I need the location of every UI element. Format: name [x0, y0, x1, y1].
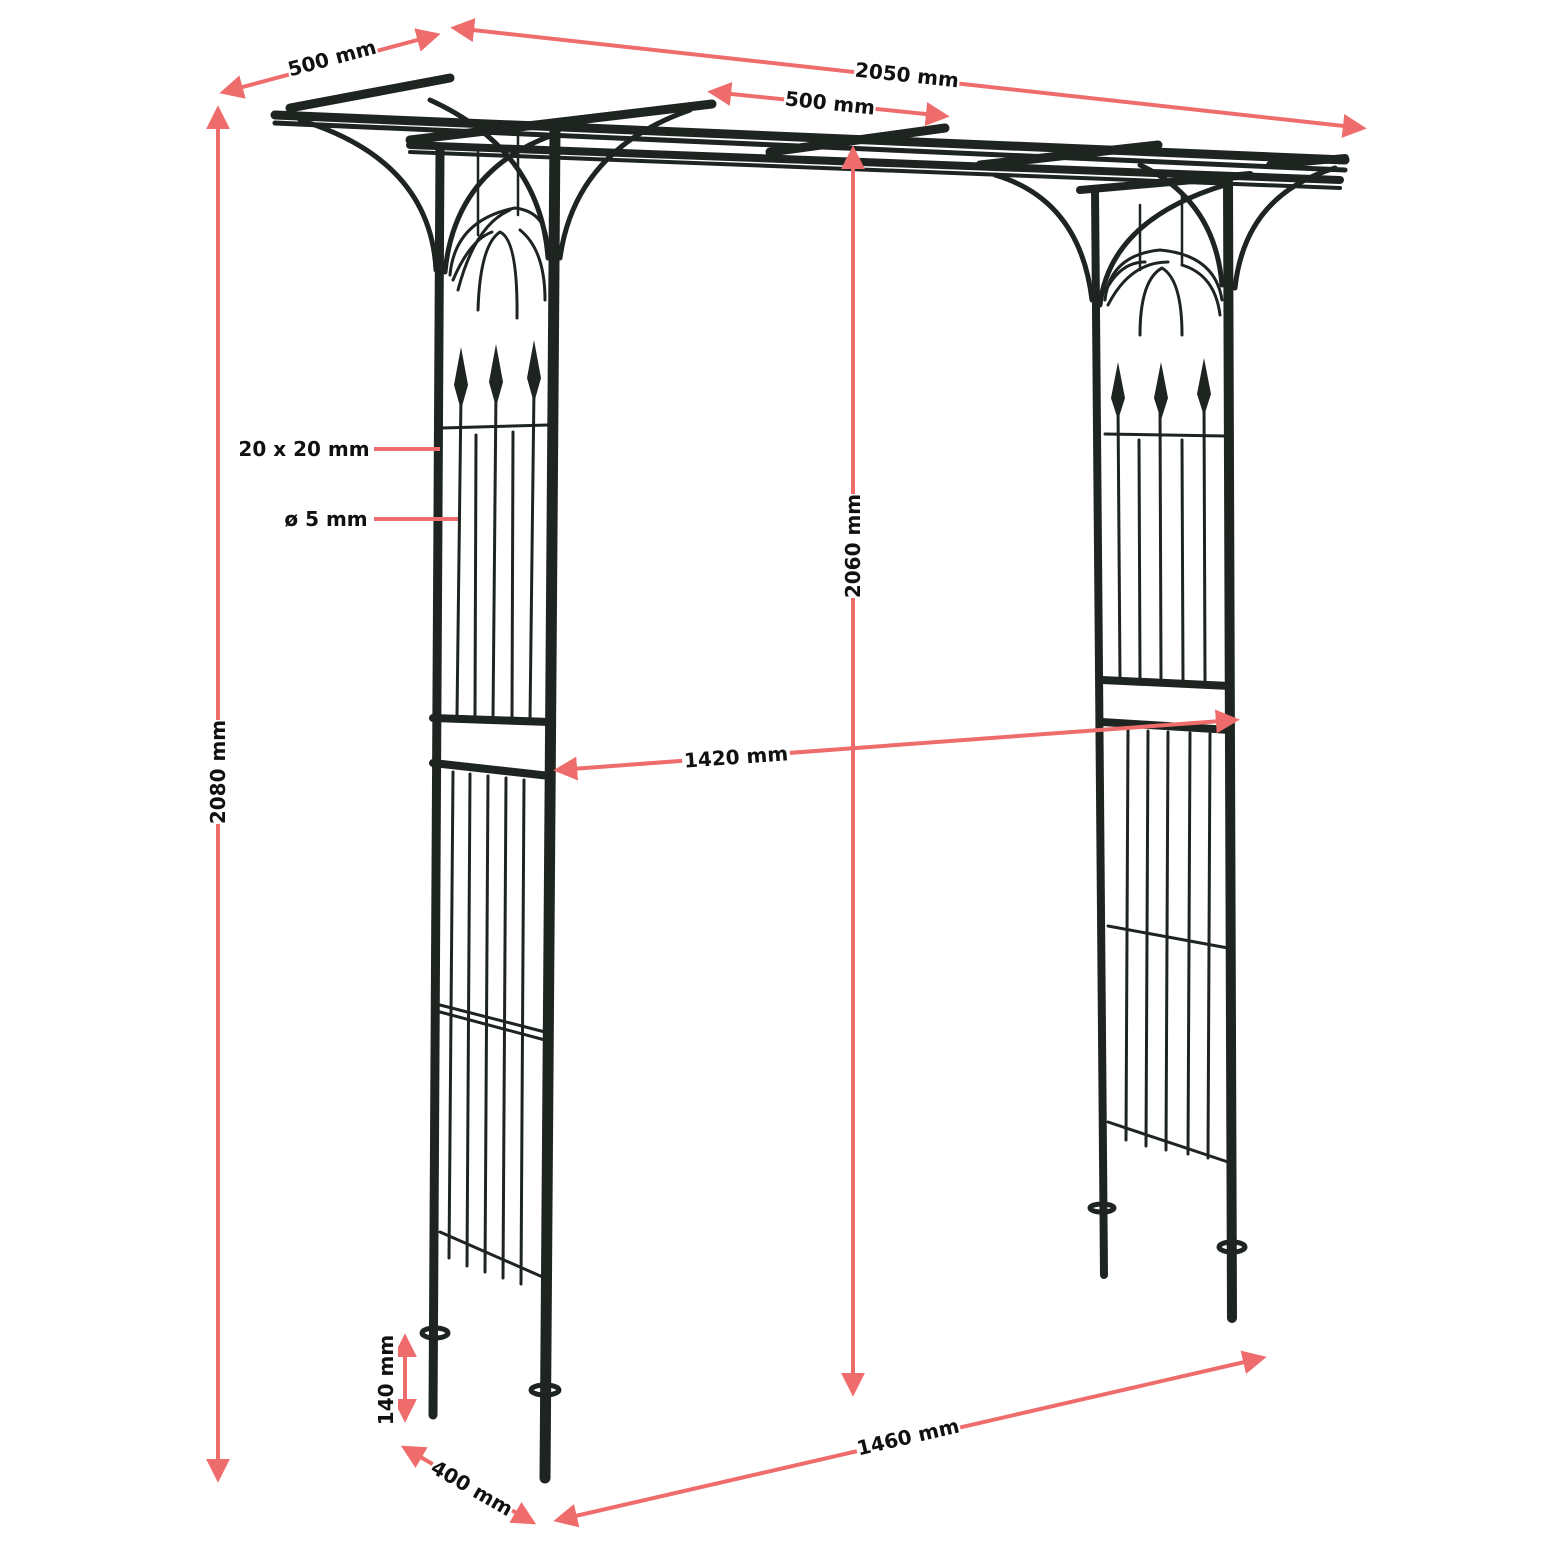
dimension-labels: 500 mm 2050 mm 500 mm 2080 mm 2060 mm 20… [206, 35, 962, 1521]
right-upper-pickets [1103, 400, 1227, 682]
right-brackets [992, 162, 1338, 308]
inner-height-label: 2060 mm [841, 494, 865, 598]
inner-width-label: 1420 mm [683, 741, 789, 772]
side-depth-label: 400 mm [427, 1455, 517, 1521]
left-lower-grille [438, 770, 547, 1286]
right-spear-finials [1111, 358, 1211, 420]
right-lower-grille [1106, 728, 1230, 1164]
ground-spike-label: 140 mm [374, 1335, 398, 1425]
right-gothic-ornament [1103, 193, 1224, 337]
left-front-post [528, 124, 562, 1484]
base-width-label: 1460 mm [854, 1414, 961, 1461]
rod-diameter-label: ø 5 mm [284, 507, 367, 531]
right-back-post [1087, 186, 1117, 1279]
left-gothic-ornament [448, 133, 550, 320]
left-middle-band [429, 714, 554, 780]
left-upper-pickets [440, 386, 550, 722]
tube-profile-label: 20 x 20 mm [238, 437, 369, 461]
left-back-post [419, 145, 451, 1420]
roof-rail-label: 500 mm [784, 86, 876, 119]
roof-depth-label: 500 mm [285, 35, 379, 82]
inner-width-line [553, 709, 1240, 781]
label-masks [205, 33, 963, 1523]
garden-arch [270, 73, 1350, 1484]
left-spear-finials [454, 340, 541, 410]
total-height-label: 2080 mm [206, 720, 230, 824]
right-front-post [1216, 177, 1248, 1323]
